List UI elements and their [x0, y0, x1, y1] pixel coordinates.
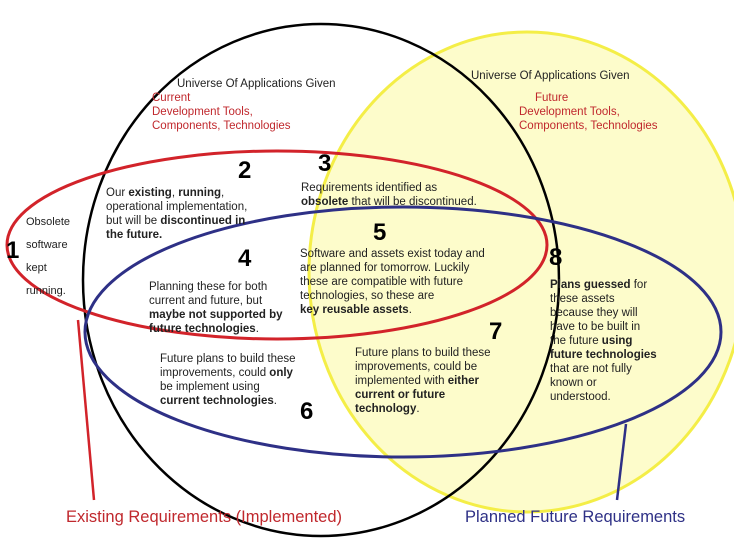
region-5-number: 5 [373, 219, 387, 246]
region-1-line: Obsolete [26, 216, 71, 228]
text-run: either [447, 375, 480, 387]
region-8-text: Plans guessed for these assets because t… [550, 278, 657, 404]
current-universe-line3: Development Tools, [152, 106, 253, 118]
text-run: , [221, 187, 225, 199]
text-run: current technologies [160, 395, 274, 407]
text-run: these are compatible with future [300, 276, 464, 288]
text-run: . [255, 323, 259, 335]
text-run: but will be [106, 215, 161, 227]
text-run: known or [550, 377, 597, 389]
existing-requirements-pointer [76, 319, 96, 501]
text-run: these assets [550, 293, 615, 305]
region-1-number: 1 [6, 237, 20, 264]
region-7-number: 7 [489, 318, 503, 345]
text-run: Plans guessed [550, 279, 631, 291]
text-run: improvements, could [160, 367, 270, 379]
planned-requirements-pointer [615, 423, 628, 501]
text-run: key reusable assets [300, 304, 409, 316]
region-1-text: Obsolete software kept running. [26, 211, 70, 303]
existing-requirements-caption: Existing Requirements (Implemented) [66, 508, 343, 526]
current-universe-label: Universe Of Applications Given Current D… [152, 77, 336, 133]
region-1-line: software [26, 239, 68, 251]
region-3-number: 3 [318, 150, 332, 177]
future-universe-circle [307, 30, 734, 514]
text-run: operational implementation, [106, 201, 248, 213]
region-1-line: kept [26, 262, 47, 274]
planned-requirements-caption: Planned Future Requirements [465, 508, 686, 526]
current-universe-line2: Current [152, 92, 191, 104]
region-2-number: 2 [238, 157, 252, 184]
region-4-number: 4 [238, 245, 252, 272]
text-run: implemented with [355, 375, 448, 387]
text-run: running [178, 187, 222, 199]
text-run: Software and assets exist today and [300, 248, 485, 260]
text-run: . [273, 395, 277, 407]
text-run: . [416, 403, 420, 415]
existing-requirements-ellipse [5, 149, 549, 341]
text-run: technologies, so these are [300, 290, 435, 302]
text-run: , [171, 187, 179, 199]
text-run: for [630, 279, 648, 291]
text-run: current or future [355, 389, 446, 401]
region-6-text: Future plans to build these improvements… [160, 352, 296, 408]
text-run: that are not fully [550, 363, 632, 375]
text-run: Requirements identified as [301, 182, 438, 194]
text-run: only [269, 367, 293, 379]
region-5-text: Software and assets exist today and are … [300, 247, 485, 317]
region-7-text: Future plans to build these improvements… [355, 346, 491, 416]
text-run: . [408, 304, 412, 316]
text-run: because they will [550, 307, 638, 319]
text-run: the future [550, 335, 602, 347]
text-run: are planned for tomorrow. Luckily [300, 262, 470, 274]
future-universe-line2: Future [535, 92, 569, 104]
text-run: Our [106, 187, 129, 199]
text-run: Planning these for both [149, 281, 268, 293]
text-run: understood. [550, 391, 611, 403]
text-run: current and future, but [149, 295, 263, 307]
future-universe-line4: Components, Technologies [519, 120, 658, 132]
text-run: technology [355, 403, 417, 415]
current-universe-line1: Universe Of Applications Given [177, 78, 336, 90]
text-run: future technologies [550, 349, 657, 361]
region-2-text: Our existing, running, operational imple… [106, 186, 247, 242]
text-run: that will be discontinued. [348, 196, 477, 208]
current-universe-circle [81, 22, 561, 538]
future-universe-label: Universe Of Applications Given Future De… [471, 69, 658, 133]
text-run: have to be built in [550, 321, 641, 333]
current-universe-line4: Components, Technologies [152, 120, 291, 132]
region-6-number: 6 [300, 398, 314, 425]
text-run: be implement using [160, 381, 260, 393]
region-3-text: Requirements identified as obsolete that… [301, 181, 477, 209]
text-run: obsolete [301, 196, 349, 208]
text-run: existing [128, 187, 172, 199]
region-4-text: Planning these for both current and futu… [149, 280, 283, 336]
text-run: Future plans to build these [160, 353, 296, 365]
planned-requirements-ellipse [83, 205, 723, 459]
text-run: the future. [106, 229, 163, 241]
text-run: maybe not supported by [149, 309, 283, 321]
text-run: future technologies [149, 323, 256, 335]
text-run: Future plans to build these [355, 347, 491, 359]
text-run: using [601, 335, 633, 347]
text-run: discontinued in [160, 215, 246, 227]
future-universe-line1: Universe Of Applications Given [471, 70, 630, 82]
future-universe-line3: Development Tools, [519, 106, 620, 118]
region-1-line: running. [26, 285, 66, 297]
text-run: improvements, could be [355, 361, 478, 373]
region-8-number: 8 [549, 244, 563, 271]
